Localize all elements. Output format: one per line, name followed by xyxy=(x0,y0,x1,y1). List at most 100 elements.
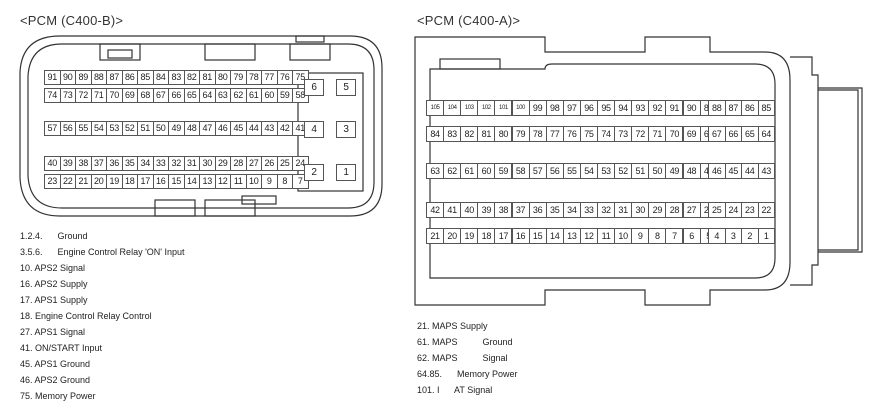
pin: 71 xyxy=(90,88,107,103)
pin: 93 xyxy=(631,100,650,116)
pin: 55 xyxy=(75,121,92,136)
pin: 15 xyxy=(168,174,185,189)
pin: 22 xyxy=(59,174,76,189)
pin: 13 xyxy=(562,228,581,244)
pin: 88 xyxy=(708,100,726,116)
pin: 72 xyxy=(75,88,92,103)
pin: 70 xyxy=(665,126,684,142)
pin: 11 xyxy=(230,174,247,189)
pin: 63 xyxy=(214,88,231,103)
pin: 39 xyxy=(59,156,76,171)
legend-item: 1.2.4. Ground xyxy=(20,231,88,241)
pin: 8 xyxy=(276,174,293,189)
pin: 20 xyxy=(90,174,107,189)
pin: 66 xyxy=(168,88,185,103)
pin: 12 xyxy=(579,228,598,244)
pin: 77 xyxy=(545,126,564,142)
pin: 48 xyxy=(682,163,701,179)
pin: 46 xyxy=(214,121,231,136)
pin: 52 xyxy=(121,121,138,136)
pin: 38 xyxy=(75,156,92,171)
pin: 71 xyxy=(648,126,667,142)
pin: 77 xyxy=(261,70,278,85)
pin: 81 xyxy=(477,126,496,142)
pin: 35 xyxy=(545,202,564,218)
pin: 30 xyxy=(199,156,216,171)
pin: 58 xyxy=(511,163,530,179)
pin: 83 xyxy=(443,126,462,142)
pin: 40 xyxy=(44,156,61,171)
pin: 41 xyxy=(443,202,462,218)
pin: 84 xyxy=(152,70,169,85)
pin: 40 xyxy=(460,202,479,218)
pin: 31 xyxy=(183,156,200,171)
pin: 42 xyxy=(426,202,445,218)
pin: 81 xyxy=(199,70,216,85)
pin: 54 xyxy=(90,121,107,136)
pin: 2 xyxy=(741,228,759,244)
pin: 21 xyxy=(426,228,445,244)
pin: 92 xyxy=(648,100,667,116)
pin: 63 xyxy=(426,163,445,179)
pin: 62 xyxy=(443,163,462,179)
pin: 79 xyxy=(230,70,247,85)
pin: 53 xyxy=(597,163,616,179)
pin: 51 xyxy=(631,163,650,179)
connector-b-legend: 1.2.4. Ground 3.5.6. Engine Control Relay… xyxy=(20,228,185,404)
pin: 34 xyxy=(562,202,581,218)
pin: 37 xyxy=(90,156,107,171)
pin: 17 xyxy=(494,228,513,244)
pin: 57 xyxy=(528,163,547,179)
pin: 96 xyxy=(579,100,598,116)
legend-item: 46. APS2 Ground xyxy=(20,375,91,385)
legend-item: 45. APS1 Ground xyxy=(20,359,91,369)
legend-item: 101. I AT Signal xyxy=(417,385,493,395)
pin: 79 xyxy=(511,126,530,142)
pin: 83 xyxy=(168,70,185,85)
pin: 78 xyxy=(245,70,262,85)
legend-item: 41. ON/START Input xyxy=(20,343,103,353)
pin: 50 xyxy=(152,121,169,136)
pin: 44 xyxy=(741,163,759,179)
pin: 100 xyxy=(511,100,530,116)
connector-a-housing xyxy=(414,36,863,306)
pin: 33 xyxy=(152,156,169,171)
pin: 87 xyxy=(724,100,742,116)
legend-item: 3.5.6. Engine Control Relay 'ON' Input xyxy=(20,247,185,257)
pin: 52 xyxy=(614,163,633,179)
pin: 17 xyxy=(137,174,154,189)
pin: 104 xyxy=(443,100,462,116)
legend-item: 64.85. Memory Power xyxy=(417,369,518,379)
pin: 9 xyxy=(631,228,650,244)
pin: 61 xyxy=(245,88,262,103)
pin: 97 xyxy=(562,100,581,116)
pin: 45 xyxy=(230,121,247,136)
pin: 44 xyxy=(245,121,262,136)
pin: 48 xyxy=(183,121,200,136)
pin: 37 xyxy=(511,202,530,218)
pin: 56 xyxy=(59,121,76,136)
pin: 23 xyxy=(741,202,759,218)
pin: 30 xyxy=(631,202,650,218)
pin: 80 xyxy=(494,126,513,142)
legend-item: 61. MAPS Ground xyxy=(417,337,513,347)
pin: 18 xyxy=(477,228,496,244)
pin: 29 xyxy=(648,202,667,218)
pin: 76 xyxy=(276,70,293,85)
legend-item: 62. MAPS Signal xyxy=(417,353,508,363)
pin: 59 xyxy=(276,88,293,103)
legend-item: 10. APS2 Signal xyxy=(20,263,86,273)
pin: 51 xyxy=(137,121,154,136)
pin: 7 xyxy=(665,228,684,244)
pin: 43 xyxy=(261,121,278,136)
pin: 103 xyxy=(460,100,479,116)
pin: 91 xyxy=(665,100,684,116)
pin: 32 xyxy=(168,156,185,171)
pin: 70 xyxy=(106,88,123,103)
pin: 94 xyxy=(614,100,633,116)
pin: 65 xyxy=(741,126,759,142)
pin: 35 xyxy=(121,156,138,171)
pin: 12 xyxy=(214,174,231,189)
pin: 80 xyxy=(214,70,231,85)
